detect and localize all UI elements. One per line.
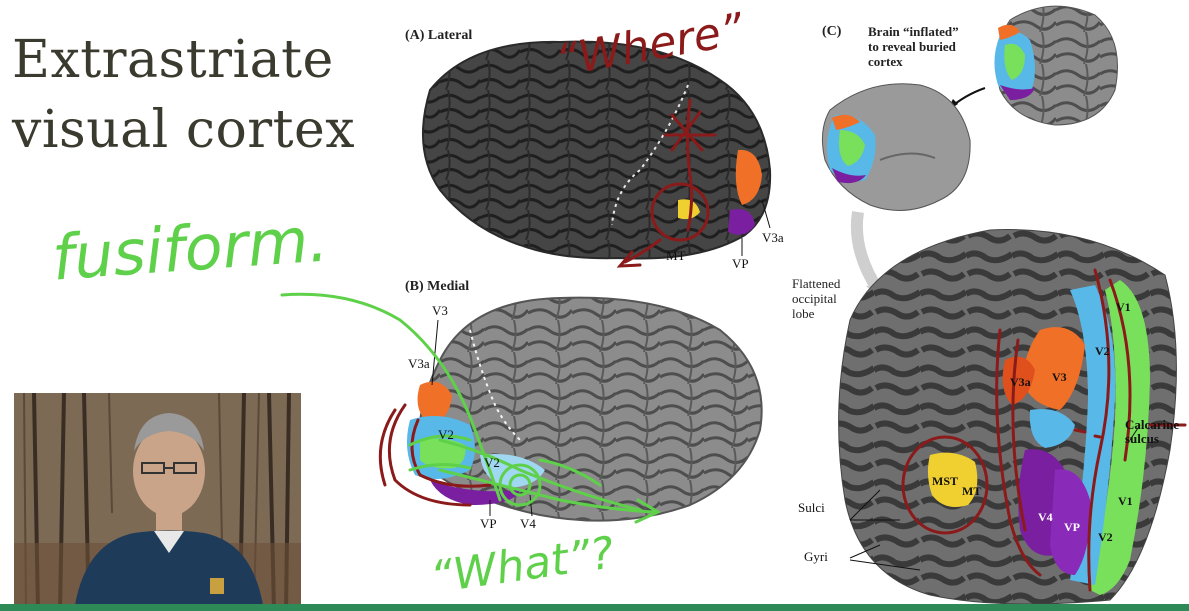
lateral-mt-label: MT [666, 248, 686, 263]
flat-v3-label: V3 [1052, 370, 1067, 384]
lateral-mt-area [678, 199, 700, 220]
presenter-video-icon [14, 393, 301, 611]
panel-b-label: (B) Medial [405, 279, 470, 294]
flat-v3-area [1022, 327, 1085, 410]
medial-v3-label: V3 [432, 303, 448, 318]
red-ink-annotations [378, 98, 1187, 592]
flat-v1-strip [1090, 280, 1150, 595]
slide-title-line1: Extrastriate [12, 30, 334, 90]
lateral-vp-label: VP [732, 256, 749, 271]
lateral-v3a-label: V3a [762, 230, 784, 245]
calcarine-label: Calcarine sulcus [1125, 417, 1180, 446]
flat-v1-bottom-label: V1 [1118, 494, 1133, 508]
flat-v1-top-label: V1 [1116, 300, 1131, 314]
medial-v4-label: V4 [520, 516, 536, 531]
panel-a-label: (A) Lateral [405, 28, 473, 43]
flattened-desc: Flattened occipital lobe [792, 276, 841, 321]
flat-v2-top-label: V2 [1095, 344, 1110, 358]
flat-blue-mid [1029, 409, 1075, 448]
flat-v2-bottom-label: V2 [1098, 530, 1113, 544]
medial-v3a-label: V3a [408, 356, 430, 371]
inflated-desc: Brain “inflated” to reveal buried cortex [868, 24, 959, 69]
medial-vp-area [430, 480, 520, 505]
slide-title-line2: visual cortex [12, 100, 356, 160]
sulci-label: Sulci [798, 500, 825, 515]
panel-c-label: (C) [822, 24, 842, 39]
medial-v1-area [420, 438, 466, 469]
bottom-accent-bar [0, 604, 1189, 611]
flat-v4-label: V4 [1038, 510, 1053, 524]
green-ink-annotations [280, 292, 662, 524]
flat-v3a-label: V3a [1010, 375, 1031, 389]
flat-v3a-area [1002, 356, 1035, 405]
medial-vp-label: VP [480, 516, 497, 531]
flat-mt-label: MT [962, 484, 982, 498]
lateral-vp-area [728, 209, 755, 235]
flat-vp-area [1050, 469, 1091, 575]
presenter-webcam [14, 393, 301, 611]
medial-v2-top-label: V2 [438, 427, 454, 442]
medial-v3a-area [417, 381, 452, 425]
flat-mt-area [927, 452, 978, 508]
lateral-v3a-area [735, 149, 762, 205]
flat-mst-label: MST [932, 474, 959, 488]
gyri-label: Gyri [804, 549, 828, 564]
flat-vp-label: VP [1064, 520, 1080, 534]
medial-v2-bottom-label: V2 [484, 455, 500, 470]
